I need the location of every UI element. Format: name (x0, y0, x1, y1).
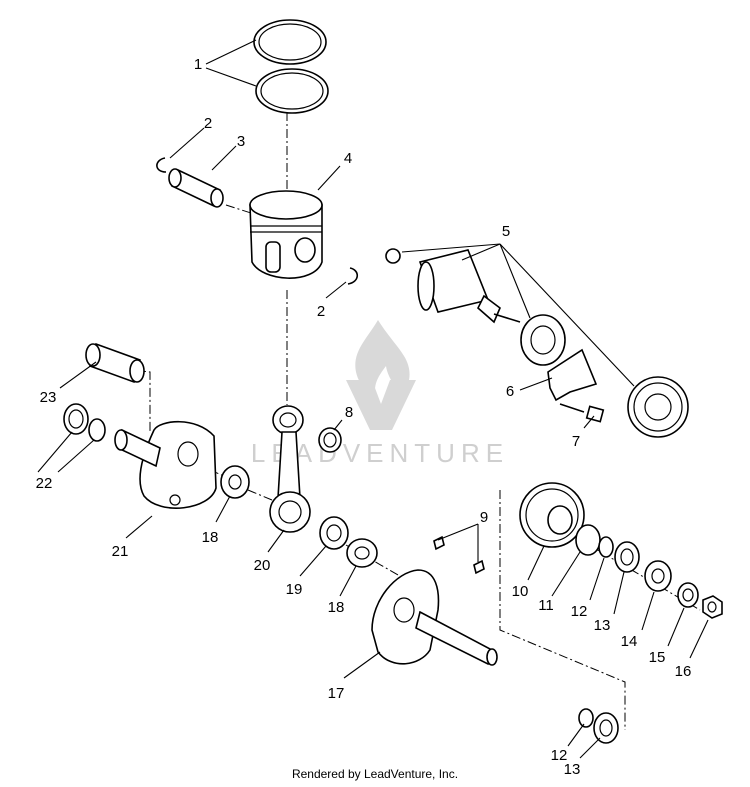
callout-7: 7 (572, 433, 580, 450)
callout-22: 22 (36, 475, 53, 492)
circlip-upper (156, 157, 167, 173)
flame-logo-icon (355, 320, 410, 398)
bolt (559, 403, 605, 423)
callout-16: 16 (675, 663, 692, 680)
thrust-washer-b (346, 538, 378, 568)
callout-13: 13 (564, 761, 581, 778)
starter-motor (385, 248, 689, 438)
crank-seals-left (63, 403, 106, 442)
callout-6: 6 (506, 383, 514, 400)
seal-a (614, 541, 640, 573)
callout-12: 12 (571, 603, 588, 620)
crankshaft-right-half (371, 569, 498, 666)
woodruff-key-b (473, 559, 485, 575)
bracket (547, 348, 598, 402)
rendered-by-footer: Rendered by LeadVenture, Inc. (291, 767, 459, 781)
callout-18: 18 (202, 529, 219, 546)
piston-rings (253, 19, 329, 114)
callout-1: 1 (194, 56, 202, 73)
drive-gear (519, 482, 585, 548)
callout-4: 4 (344, 150, 352, 167)
callout-11: 11 (538, 597, 554, 614)
woodruff-key-a (433, 535, 445, 551)
callout-13: 13 (594, 617, 611, 634)
v-logo-icon (346, 380, 416, 430)
callout-23: 23 (40, 389, 57, 406)
callout-labels: 1 2 3 4 2 5 6 7 8 9 23 22 21 18 20 19 18… (36, 56, 692, 778)
callout-18: 18 (328, 599, 345, 616)
crankshaft-left-half (114, 421, 217, 509)
o-ring-b (578, 708, 594, 728)
lock-washer (677, 582, 699, 608)
needle-bearing-small-end (318, 427, 342, 453)
callout-2: 2 (204, 115, 212, 132)
o-ring-a (598, 536, 614, 558)
callout-3: 3 (237, 133, 245, 150)
callout-15: 15 (649, 649, 666, 666)
callout-10: 10 (512, 583, 529, 600)
callout-20: 20 (254, 557, 271, 574)
circlip-lower (347, 267, 359, 285)
callout-12: 12 (551, 747, 568, 764)
callout-9: 9 (480, 509, 488, 526)
leader-lines (37, 39, 709, 759)
wrist-pin (168, 168, 224, 208)
hex-nut (702, 595, 723, 619)
callout-8: 8 (345, 404, 353, 421)
callout-21: 21 (112, 543, 129, 560)
thrust-washer-a (220, 465, 250, 499)
seal-b (593, 712, 619, 744)
bushing (85, 342, 145, 384)
connecting-rod (269, 405, 311, 533)
callout-5: 5 (502, 223, 510, 240)
callout-2: 2 (317, 303, 325, 320)
castle-nut (644, 560, 672, 592)
washer (575, 524, 601, 556)
callout-14: 14 (621, 633, 638, 650)
callout-17: 17 (328, 685, 345, 702)
piston (249, 190, 323, 279)
needle-bearing-big-end (319, 516, 349, 550)
callout-19: 19 (286, 581, 303, 598)
